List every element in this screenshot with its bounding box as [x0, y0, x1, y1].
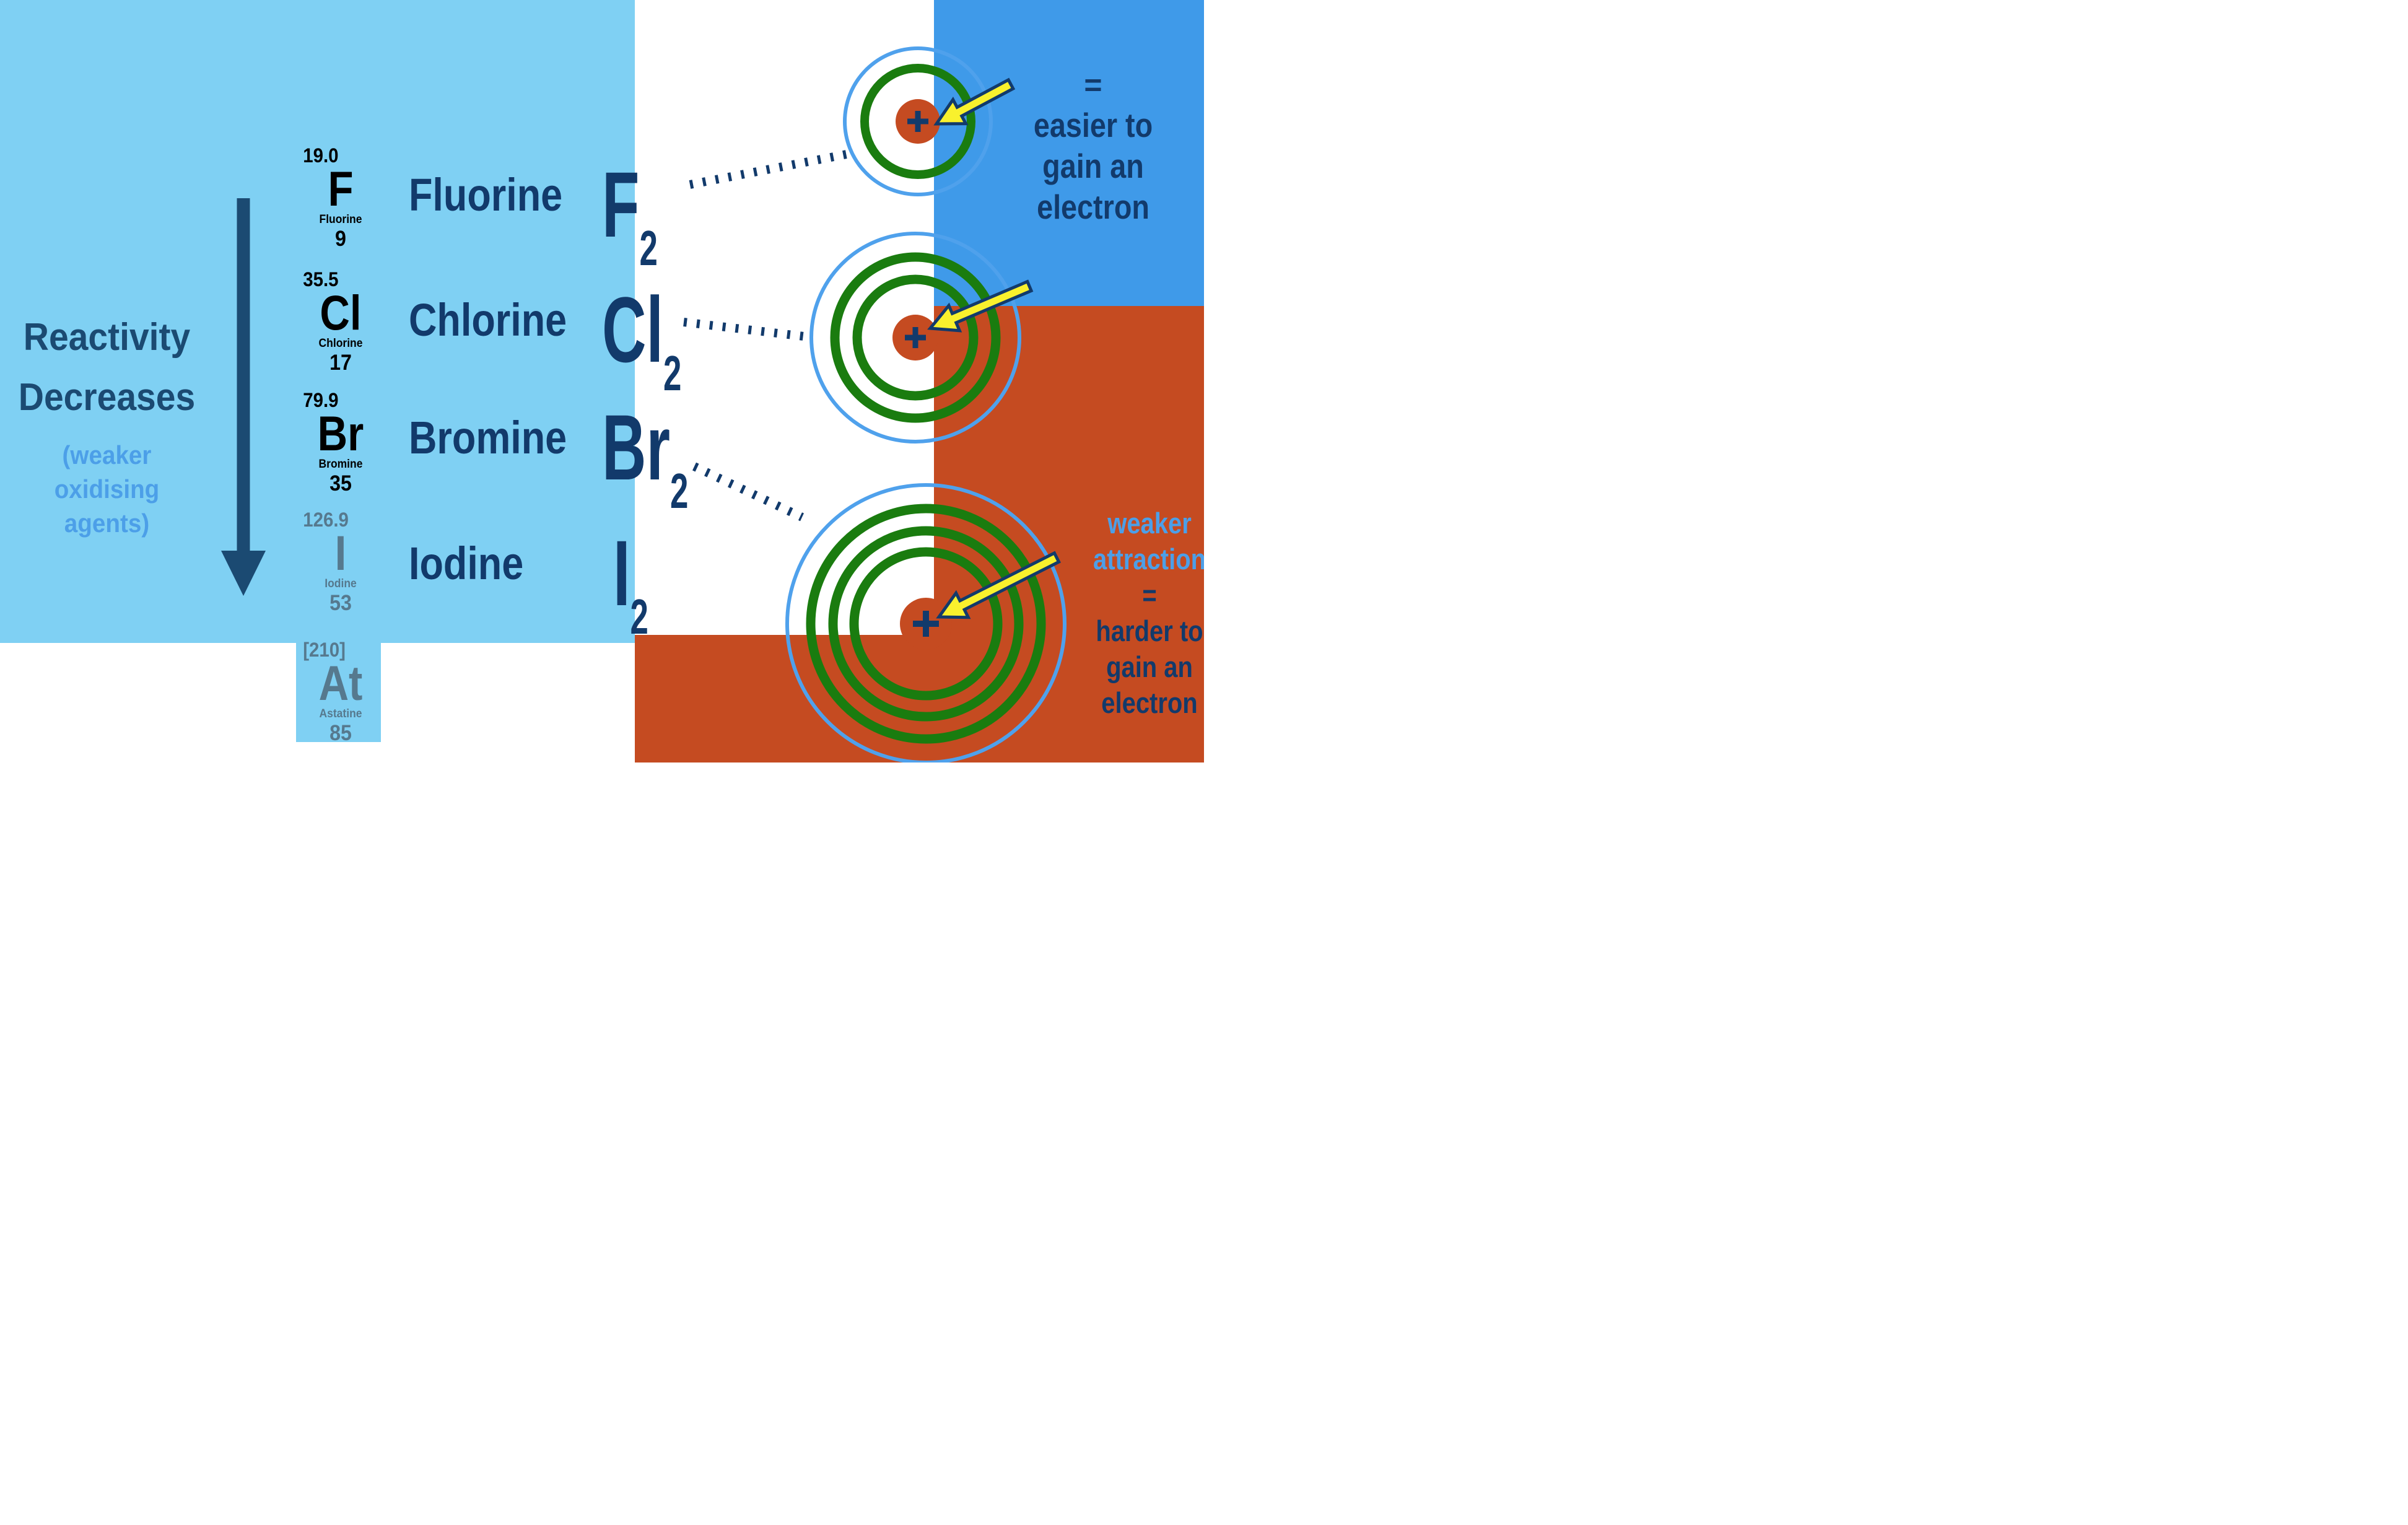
formula-symbol: Br [602, 395, 671, 499]
formula-symbol: Cl [602, 277, 663, 382]
orange-box-caption: weaker attraction = harder to gain an el… [1050, 505, 1204, 721]
tile-bromine: 79.9 Br Bromine 35 [297, 390, 384, 495]
row-iodine-name: Iodine [409, 538, 524, 589]
row-bromine-formula: Br2 [602, 401, 688, 518]
row-bromine-name: Bromine [409, 412, 567, 463]
tile-iodine-mass: 126.9 [303, 509, 349, 531]
subheading-line-3: agents) [64, 509, 150, 538]
orange-box-line-1: weaker [1107, 507, 1192, 540]
tile-iodine-number: 53 [329, 591, 352, 615]
reactivity-heading: Reactivity Decreases [9, 307, 205, 427]
orange-box-line-3: = [1142, 579, 1157, 611]
tile-astatine-number: 85 [329, 721, 352, 745]
formula-subscript: 2 [663, 346, 682, 401]
blue-box-line-1: easier to [1033, 106, 1153, 144]
formula-subscript: 2 [639, 221, 658, 276]
formula-subscript: 2 [670, 463, 689, 518]
row-fluorine: Fluorine F2 [409, 158, 818, 282]
tile-bromine-mass: 79.9 [303, 389, 339, 411]
tile-iodine-name: Iodine [325, 577, 357, 590]
chlorine-atom-nucleus [892, 315, 938, 360]
astatine-tile-background [296, 643, 381, 742]
row-fluorine-formula: F2 [602, 158, 658, 276]
tile-chlorine-number: 17 [329, 351, 352, 375]
blue-box-line-3: electron [1037, 188, 1149, 226]
tile-fluorine-number: 9 [335, 227, 346, 251]
row-chlorine: Chlorine Cl2 [409, 283, 818, 407]
left-lightblue-panel [0, 0, 635, 643]
blue-box-equals: = [1084, 68, 1102, 102]
tile-fluorine-symbol: F [328, 161, 354, 216]
orange-box-line-5: gain an [1106, 650, 1193, 683]
fluorine-atom-plus-icon [907, 111, 928, 132]
orange-box-line-6: electron [1101, 686, 1198, 719]
formula-symbol: F [602, 152, 640, 256]
orange-box-line-4: harder to [1096, 614, 1203, 647]
formula-symbol: I [613, 521, 630, 625]
tile-astatine-name: Astatine [319, 707, 362, 720]
row-bromine: Bromine Br2 [409, 401, 818, 525]
oxidising-subheading: (weaker oxidising agents) [9, 438, 205, 540]
row-fluorine-name: Fluorine [409, 169, 563, 221]
tile-chlorine-mass: 35.5 [303, 268, 339, 291]
halogen-reactivity-diagram: Reactivity Decreases (weaker oxidising a… [0, 0, 1204, 762]
blue-box-caption: easier to gain an electron [993, 105, 1193, 227]
subheading-line-2: oxidising [54, 474, 160, 504]
tile-astatine: [210] At Astatine 85 [297, 639, 384, 745]
tile-bromine-symbol: Br [317, 406, 364, 461]
row-chlorine-formula: Cl2 [602, 283, 681, 401]
tile-iodine: 126.9 I Iodine 53 [297, 509, 384, 614]
tile-iodine-symbol: I [334, 525, 347, 580]
tile-astatine-symbol: At [318, 655, 363, 710]
formula-subscript: 2 [630, 589, 648, 644]
tile-fluorine-mass: 19.0 [303, 144, 339, 167]
row-iodine-formula: I2 [613, 527, 648, 644]
tile-chlorine: 35.5 Cl Chlorine 17 [297, 269, 384, 374]
tile-bromine-name: Bromine [318, 458, 363, 471]
orange-box-line-2: attraction [1093, 543, 1204, 575]
tile-astatine-mass: [210] [303, 639, 346, 661]
heading-line-2: Decreases [18, 376, 196, 419]
tile-chlorine-symbol: Cl [320, 285, 362, 340]
subheading-line-1: (weaker [62, 440, 152, 470]
tile-fluorine-name: Fluorine [319, 213, 362, 226]
blue-box-line-2: gain an [1042, 147, 1144, 185]
row-iodine: Iodine I2 [409, 527, 818, 650]
chlorine-atom-plus-icon [905, 327, 926, 348]
heading-line-1: Reactivity [23, 316, 191, 359]
row-chlorine-name: Chlorine [409, 294, 567, 346]
tile-fluorine: 19.0 F Fluorine 9 [297, 145, 384, 250]
tile-chlorine-name: Chlorine [318, 337, 363, 350]
tile-bromine-number: 35 [329, 471, 352, 496]
